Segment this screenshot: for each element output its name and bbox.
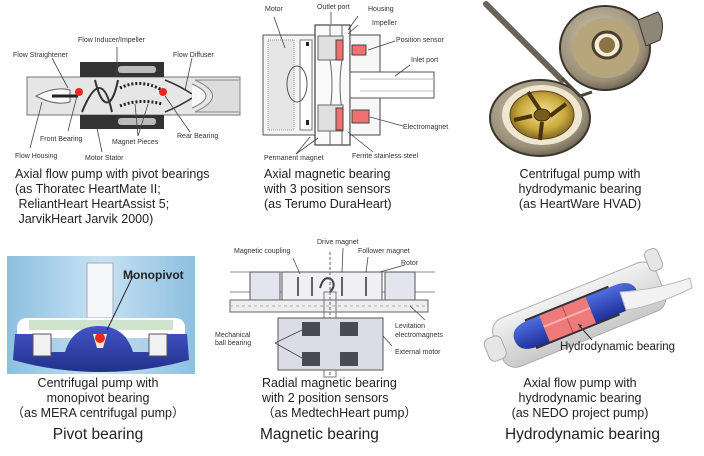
label-flow-diffuser: Flow Diffuser [173, 52, 214, 59]
category-hydrodynamic-bearing: Hydrodynamic bearing [504, 426, 661, 443]
label-rear-bearing: Rear Bearing [177, 133, 219, 140]
caption-axial-hydro: Axial flow pump with hydrodynamic bearin… [511, 376, 649, 420]
label-flow-inducer: Flow Inducer/Impeller [78, 37, 145, 44]
label-permanent-magnet: Permanent magnet [264, 155, 324, 162]
rear-bearing-dot [159, 88, 167, 96]
label-front-bearing: Front Bearing [40, 136, 83, 143]
axial-pivot-diagram [26, 47, 241, 153]
label-outlet-port: Outlet port [317, 4, 350, 11]
panel-axial-hydro: Hydrodynamic bearing Axial flow pump wit… [470, 230, 704, 456]
label-position-sensor: Position sensor [396, 37, 444, 44]
label-electromagnet: Electromagnet [403, 124, 449, 131]
axial-magnetic-diagram [262, 12, 435, 155]
category-magnetic-bearing: Magnetic bearing [260, 426, 379, 443]
panel-monopivot: Monopivot Centrifugal pump with monopivo… [0, 230, 200, 456]
front-bearing-dot [75, 88, 83, 96]
label-motor-stator: Motor Stator [85, 155, 124, 162]
panel-axial-magnetic: Motor Outlet port Housing Impeller Posit… [230, 0, 470, 230]
label-electromagnets: electromagnets [395, 332, 443, 339]
nedo-pump-diagram [483, 247, 693, 368]
label-ferrite: Ferrite stainless steel [352, 153, 419, 160]
label-impeller: Impeller [372, 20, 397, 27]
label-ball-bearing: ball bearing [215, 340, 252, 347]
caption-axial-magnetic: Axial magnetic bearing with 3 position s… [264, 167, 392, 211]
label-external-motor: External motor [395, 349, 441, 356]
hvad-photo [483, 1, 664, 157]
label-flow-straightener: Flow Straightener [13, 52, 68, 59]
label-follower-magnet: Follower magnet [358, 248, 410, 255]
label-flow-housing: Flow Housing [15, 153, 58, 160]
category-pivot-bearing: Pivot bearing [52, 426, 144, 443]
label-inlet-port: Inlet port [411, 57, 439, 64]
monopivot-diagram [7, 256, 195, 374]
label-hydrodynamic-bearing: Hydrodynamic bearing [560, 341, 676, 353]
label-levitation: Levitation [395, 323, 425, 330]
panel-centrifugal-hydro: Centrifugal pump with hydrodymanic beari… [470, 0, 704, 230]
label-mechanical: Mechanical [215, 332, 251, 339]
label-drive-magnet: Drive magnet [317, 239, 359, 246]
caption-monopivot: Centrifugal pump with monopivot bearing … [11, 376, 185, 420]
monopivot-dot [95, 333, 105, 343]
radial-magnetic-diagram [229, 247, 435, 378]
label-magnetic-coupling: Magnetic coupling [234, 248, 291, 255]
label-motor: Motor [265, 6, 283, 13]
panel-radial-magnetic: Magnetic coupling Drive magnet Follower … [200, 230, 470, 456]
panel-axial-pivot: Flow Inducer/Impeller Flow Straightener … [0, 0, 241, 230]
caption-axial-pivot: Axial flow pump with pivot bearings (as … [15, 167, 210, 226]
label-magnet-pieces: Magnet Pieces [112, 139, 159, 146]
caption-radial-magnetic: Radial magnetic bearing with 2 position … [262, 376, 417, 420]
label-housing: Housing [368, 6, 394, 13]
label-monopivot: Monopivot [123, 268, 184, 282]
label-rotor: Rotor [401, 260, 419, 267]
caption-centrifugal-hydro: Centrifugal pump with hydrodymanic beari… [518, 167, 642, 211]
